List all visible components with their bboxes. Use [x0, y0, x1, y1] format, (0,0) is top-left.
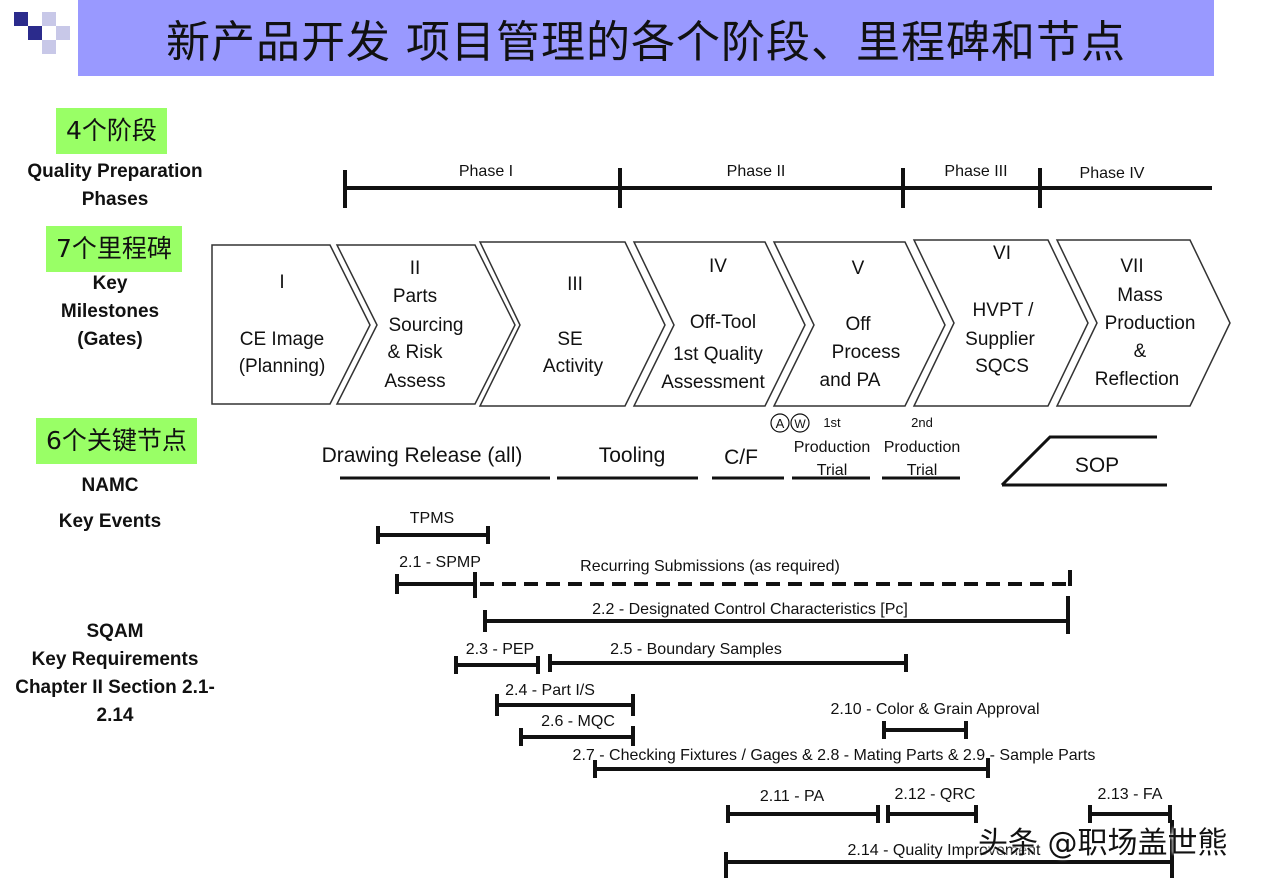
req-fa: 2.13 - FA — [1098, 786, 1163, 803]
req-boundary: 2.5 - Boundary Samples — [610, 641, 782, 658]
req-tpms: TPMS — [410, 510, 454, 527]
milestone-4-line: Off-Tool — [690, 312, 756, 333]
milestone-5-line: Off — [846, 314, 872, 335]
milestone-6-line: SQCS — [975, 356, 1029, 377]
milestone-2-line: Sourcing — [389, 315, 464, 336]
event-drawing-release: Drawing Release (all) — [322, 444, 523, 467]
milestone-6-numeral: VI — [993, 243, 1011, 264]
event-sop: SOP — [1075, 454, 1119, 477]
requirement-bars — [376, 526, 1174, 878]
milestone-6-line: HVPT / — [973, 300, 1035, 321]
milestone-4-line: Assessment — [661, 372, 765, 393]
milestone-1-line: (Planning) — [239, 356, 326, 377]
milestone-1-line: CE Image — [240, 329, 324, 350]
title-bar: 新产品开发 项目管理的各个阶段、里程碑和节点 — [78, 0, 1214, 76]
sop-shape — [1000, 435, 1157, 487]
corner-decoration — [14, 12, 74, 54]
req-recurring: Recurring Submissions (as required) — [580, 558, 840, 575]
milestone-2-line: & Risk — [388, 342, 443, 363]
req-qrc: 2.12 - QRC — [895, 786, 976, 803]
watermark: 头条 @职场盖世熊 — [978, 826, 1228, 861]
phase-3-label: Phase III — [944, 163, 1007, 180]
req-fixtures: 2.7 - Checking Fixtures / Gages & 2.8 - … — [573, 747, 1096, 764]
req-part-is: 2.4 - Part I/S — [505, 682, 595, 699]
milestone-5-line: Process — [832, 342, 901, 363]
req-dcc: 2.2 - Designated Control Characteristics… — [592, 601, 908, 618]
milestone-4-numeral: IV — [709, 256, 727, 277]
second-trial-line: Trial — [907, 462, 938, 479]
milestone-shape-3 — [478, 241, 666, 407]
milestone-shape-4 — [632, 241, 806, 407]
first-trial-ord: 1st — [823, 415, 841, 430]
milestone-1-numeral: I — [279, 272, 284, 293]
milestone-3-line: SE — [557, 329, 582, 350]
phase-1-label: Phase I — [459, 163, 513, 180]
req-mqc: 2.6 - MQC — [541, 713, 615, 730]
event-cf: C/F — [724, 446, 758, 469]
events-tag: 6个关键节点 — [36, 418, 197, 464]
phases-tag: 4个阶段 — [56, 108, 167, 154]
phase-2-label: Phase II — [727, 163, 786, 180]
milestone-3-numeral: III — [567, 274, 583, 295]
milestone-6-line: Supplier — [965, 329, 1035, 350]
second-trial-ord: 2nd — [911, 415, 933, 430]
phase-4-label: Phase IV — [1080, 165, 1145, 182]
milestone-5-numeral: V — [852, 258, 865, 279]
milestone-chevrons — [211, 239, 1231, 407]
phase-timeline — [343, 168, 1212, 208]
milestone-5-line: and PA — [820, 370, 881, 391]
req-pep: 2.3 - PEP — [466, 641, 534, 658]
milestone-shape-6 — [912, 239, 1089, 407]
req-pa: 2.11 - PA — [760, 788, 825, 805]
event-lines — [340, 435, 1167, 487]
milestone-4-line: 1st Quality — [673, 344, 763, 365]
marker-a: A — [776, 416, 785, 431]
req-color-grain: 2.10 - Color & Grain Approval — [831, 701, 1040, 718]
milestone-7-line: Reflection — [1095, 369, 1180, 390]
milestone-7-numeral: VII — [1120, 256, 1143, 277]
milestone-7-line: Mass — [1117, 285, 1162, 306]
event-tooling: Tooling — [599, 444, 666, 467]
milestone-shape-7 — [1055, 239, 1231, 407]
milestone-2-numeral: II — [410, 258, 421, 279]
milestone-2-line: Parts — [393, 286, 437, 307]
second-trial-line: Production — [884, 439, 961, 456]
page-title: 新产品开发 项目管理的各个阶段、里程碑和节点 — [166, 17, 1126, 68]
req-spmp: 2.1 - SPMP — [399, 554, 481, 571]
milestones-tag: 7个里程碑 — [46, 226, 182, 272]
aw-markers — [770, 413, 810, 433]
milestone-7-line: Production — [1105, 313, 1196, 334]
milestone-shape-5 — [772, 241, 946, 407]
milestone-2-line: Assess — [384, 371, 445, 392]
req-quality-improvement: 2.14 - Quality Improvement — [848, 842, 1042, 859]
milestone-3-line: Activity — [543, 356, 604, 377]
milestone-7-line: & — [1134, 341, 1147, 362]
marker-w: W — [794, 417, 806, 431]
first-trial-line: Trial — [817, 462, 848, 479]
first-trial-line: Production — [794, 439, 871, 456]
milestone-shape-2 — [335, 244, 516, 405]
milestone-shape-1 — [211, 244, 371, 405]
